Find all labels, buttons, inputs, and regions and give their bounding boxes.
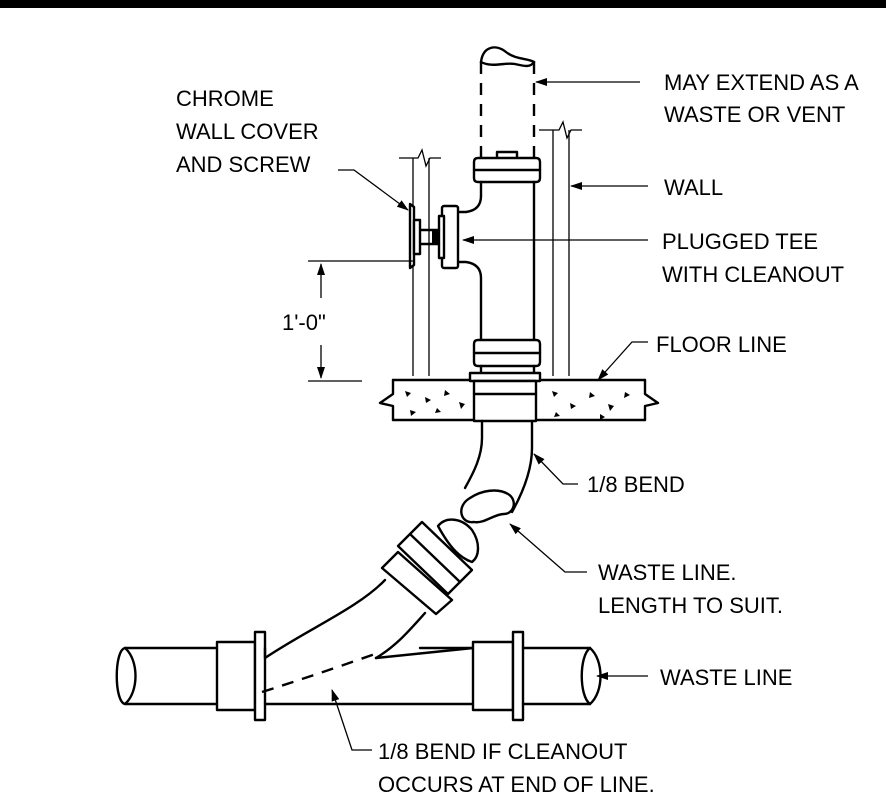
leaders <box>331 78 648 751</box>
label-wall: WALL <box>664 175 723 200</box>
label-floor-line: FLOOR LINE <box>656 332 787 357</box>
label-bend: 1/8 BEND <box>587 472 685 497</box>
label-cleanout-line2: OCCURS AT END OF LINE. <box>378 772 655 797</box>
label-chrome-line1: CHROME <box>176 86 274 111</box>
floor-slab <box>378 378 660 422</box>
angled-waste-line <box>263 518 480 660</box>
label-waste-line1: WASTE LINE. <box>598 560 737 585</box>
vertical-pipe <box>456 46 542 423</box>
label-chrome-line2: WALL COVER <box>176 119 319 144</box>
label-tee-line2: WITH CLEANOUT <box>662 262 844 287</box>
label-waste-main: WASTE LINE <box>660 665 792 690</box>
label-extend-line1: MAY EXTEND AS A <box>664 70 859 95</box>
eighth-bend <box>460 419 534 524</box>
wall-left <box>399 148 441 376</box>
dimension-one-foot <box>308 260 415 382</box>
label-extend-line2: WASTE OR VENT <box>664 102 845 127</box>
horizontal-waste-main <box>115 630 602 722</box>
top-border <box>0 0 886 8</box>
cleanout-plug <box>416 204 460 270</box>
label-tee-line1: PLUGGED TEE <box>662 229 818 254</box>
wall-right <box>539 120 582 376</box>
labels: MAY EXTEND AS A WASTE OR VENT CHROME WAL… <box>176 70 859 797</box>
label-cleanout-line1: 1/8 BEND IF CLEANOUT <box>378 739 627 764</box>
label-chrome-line3: AND SCREW <box>176 152 311 177</box>
label-waste-line2: LENGTH TO SUIT. <box>598 593 783 618</box>
chrome-wall-cover <box>408 202 422 270</box>
label-dimension: 1'-0" <box>282 310 326 335</box>
